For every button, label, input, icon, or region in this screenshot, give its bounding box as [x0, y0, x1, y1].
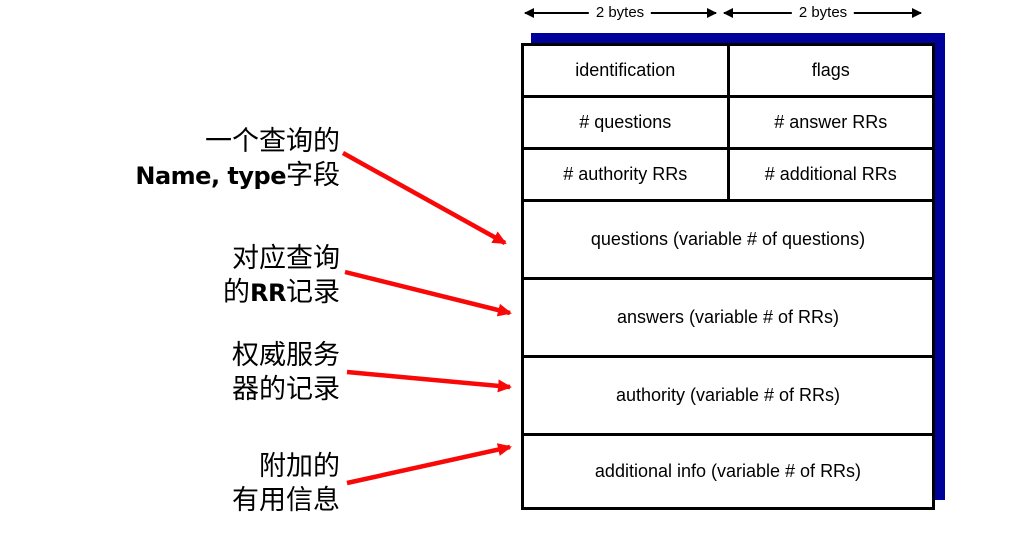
annotation-line: 有用信息	[232, 485, 340, 515]
table-row-answers: answers (variable # of RRs)	[524, 277, 932, 355]
table-row-authority-additional-counts: # authority RRs # additional RRs	[524, 147, 932, 199]
annotation-authoritative-records: 权威服务 器的记录	[232, 338, 340, 406]
cell-additional-info: additional info (variable # of RRs)	[594, 461, 862, 481]
table-row-questions: questions (variable # of questions)	[524, 199, 932, 277]
arrow-to-additional-row	[346, 443, 512, 486]
cell-authority: authority (variable # of RRs)	[615, 385, 841, 405]
cell-num-answer-rrs: # answer RRs	[726, 98, 933, 147]
arrow-to-questions-row	[341, 151, 507, 245]
cell-flags: flags	[726, 46, 933, 95]
arrow-to-authority-row	[346, 369, 512, 393]
table-row-authority: authority (variable # of RRs)	[524, 355, 932, 433]
cell-answers: answers (variable # of RRs)	[616, 307, 840, 327]
table-row-question-answer-counts: # questions # answer RRs	[524, 95, 932, 147]
table-row-identification-flags: identification flags	[524, 46, 932, 95]
annotation-rr-records: 对应查询 的RR记录	[223, 241, 340, 310]
annotation-line: 对应查询	[232, 243, 340, 273]
cell-num-additional-rrs: # additional RRs	[726, 150, 933, 199]
byte-scale-label-left: 2 bytes	[588, 4, 652, 21]
byte-scale-label-right: 2 bytes	[791, 4, 855, 21]
annotation-line: 一个查询的	[205, 126, 340, 156]
annotation-line: Name, type字段	[135, 160, 340, 190]
annotation-line: 附加的	[259, 451, 340, 481]
arrow-to-answers-row	[344, 269, 512, 317]
cell-num-authority-rrs: # authority RRs	[563, 164, 688, 184]
dns-message-table: identification flags # questions # answe…	[521, 43, 935, 510]
cell-questions: questions (variable # of questions)	[590, 229, 866, 249]
annotation-additional-info: 附加的 有用信息	[232, 449, 340, 517]
annotation-line: 器的记录	[232, 374, 340, 404]
annotation-line: 的RR记录	[223, 277, 340, 307]
annotation-line: 权威服务	[232, 340, 340, 370]
table-row-additional-info: additional info (variable # of RRs)	[524, 433, 932, 507]
cell-identification: identification	[575, 60, 676, 80]
annotation-query-name-type: 一个查询的 Name, type字段	[135, 124, 340, 193]
cell-num-questions: # questions	[579, 112, 672, 132]
